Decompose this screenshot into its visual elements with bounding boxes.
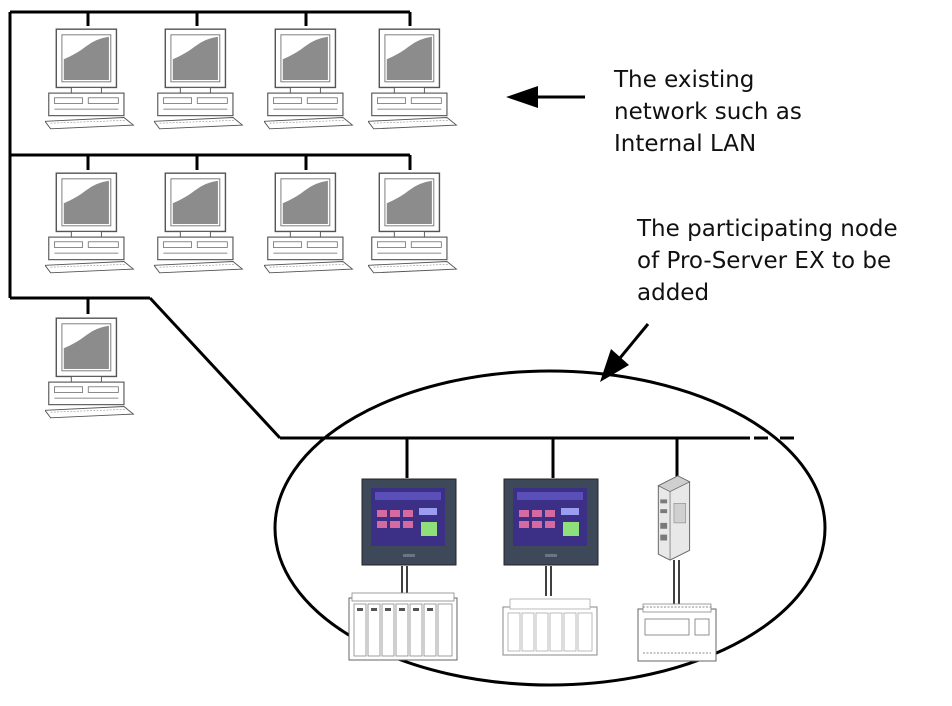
pc-icon <box>368 172 458 274</box>
hmi-display-icon <box>361 478 457 566</box>
pc-icon <box>264 28 354 130</box>
participating-node-label-line: added <box>637 280 710 306</box>
existing-network-label-line: Internal LAN <box>614 131 757 157</box>
participating-node-label-line: of Pro-Server EX to be <box>637 248 892 274</box>
pc-icon <box>45 317 135 419</box>
plc-box-icon <box>637 603 717 662</box>
participating-node-label: The participating node of Pro-Server EX … <box>637 213 898 309</box>
pc-icon <box>45 28 135 130</box>
pc-icon <box>154 172 244 274</box>
pc-icon <box>264 172 354 274</box>
existing-network-label-line: The existing <box>614 67 755 93</box>
hmi-display-icon <box>503 478 599 566</box>
serial-links <box>401 560 680 604</box>
pc-icon <box>154 28 244 130</box>
existing-network-label: The existing network such as Internal LA… <box>614 64 802 160</box>
existing-pc-row-2 <box>45 172 458 274</box>
existing-pc-row-1 <box>45 28 458 130</box>
arrow-to-existing-network <box>506 86 585 108</box>
participating-drops <box>405 438 679 480</box>
existing-network-label-line: network such as <box>614 99 802 125</box>
participating-node-label-line: The participating node <box>637 216 898 242</box>
existing-network-bus <box>8 10 750 440</box>
pc-icon <box>45 172 135 274</box>
plc-small-icon <box>502 598 598 656</box>
pc-icon <box>368 28 458 130</box>
server-module-icon <box>657 475 691 561</box>
plc-rack-icon <box>348 592 458 661</box>
participating-node-ellipse <box>273 369 827 687</box>
